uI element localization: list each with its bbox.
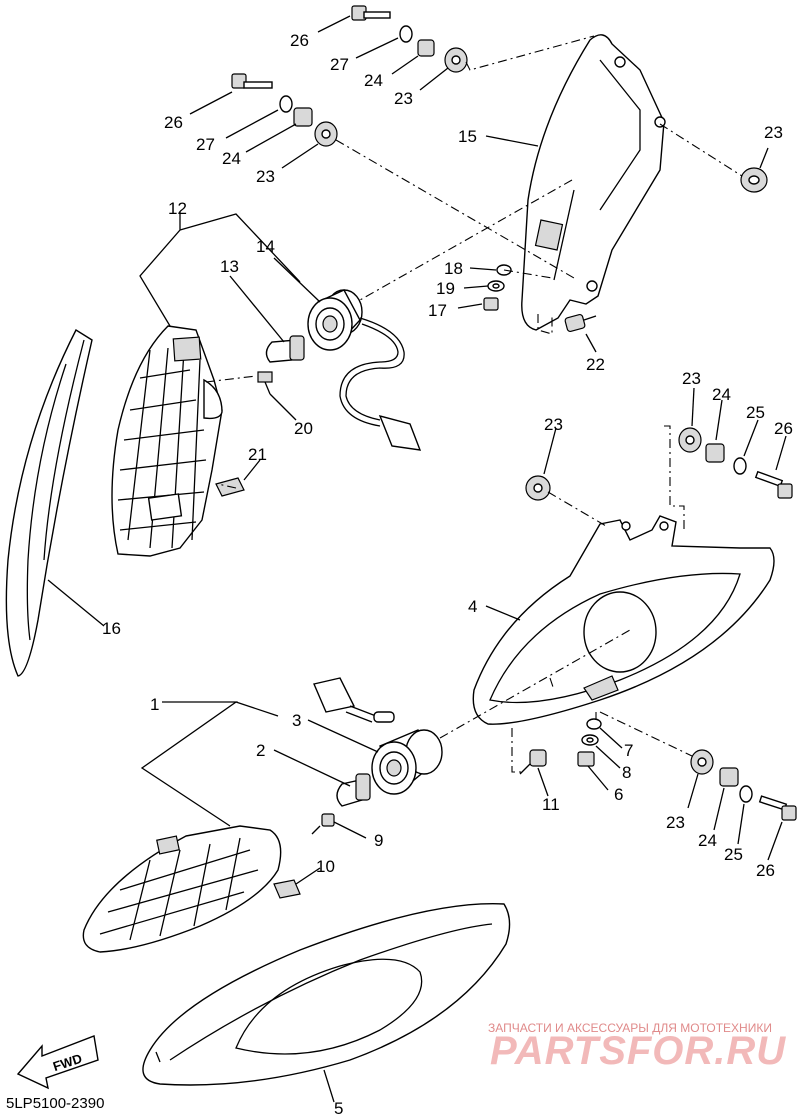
lens-cover-5 [142, 903, 511, 1086]
washer-27-b [279, 95, 293, 113]
housing-1 [82, 825, 282, 953]
callout-16: 16 [102, 619, 121, 638]
collar-24-a [417, 39, 435, 57]
grommet-23-e [525, 475, 551, 501]
collar-24-b [293, 107, 313, 127]
washer-27-a [399, 25, 413, 43]
callout-4: 4 [468, 597, 477, 616]
bolt-26-a [351, 5, 391, 21]
bulb-2 [336, 773, 371, 807]
callout-17: 17 [428, 301, 447, 320]
callout-23: 23 [666, 813, 685, 832]
callout-3: 3 [292, 711, 301, 730]
screw-20 [257, 371, 273, 395]
fwd-arrow-icon: FWD [16, 1035, 99, 1090]
bolt-26-c [754, 470, 793, 499]
assembly-lines [205, 35, 743, 773]
watermark-brand: PARTSFOR.RU [490, 1029, 786, 1073]
callout-27: 27 [330, 55, 349, 74]
callout-24: 24 [698, 831, 717, 850]
callout-27: 27 [196, 135, 215, 154]
leader-lines [47, 15, 787, 1103]
washer-25-b [739, 785, 753, 803]
nut-10 [273, 879, 301, 899]
callout-10: 10 [316, 857, 335, 876]
screw-9 [311, 813, 335, 835]
washer-8 [581, 734, 599, 746]
callout-13: 13 [220, 257, 239, 276]
callout-5: 5 [334, 1099, 343, 1116]
bolt-26-d [758, 795, 797, 821]
grommet-23-a [444, 47, 468, 73]
housing-12 [111, 325, 223, 557]
diagram-code: 5LP5100-2390 [6, 1095, 104, 1112]
callout-26: 26 [774, 419, 793, 438]
callout-18: 18 [444, 259, 463, 278]
callout-24: 24 [222, 149, 241, 168]
socket-3 [371, 729, 443, 795]
callout-23: 23 [544, 415, 563, 434]
grommet-23-d [678, 427, 702, 453]
callout-23: 23 [394, 89, 413, 108]
callout-19: 19 [436, 279, 455, 298]
callout-25: 25 [724, 845, 743, 864]
washer-19 [487, 280, 505, 292]
callout-24: 24 [712, 385, 731, 404]
bracket-15 [521, 34, 666, 331]
callout-8: 8 [622, 763, 631, 782]
callout-26: 26 [164, 113, 183, 132]
collar-24-c [705, 443, 725, 463]
socket-14 [307, 289, 422, 451]
connector-plug [313, 677, 395, 723]
grommet-23-c [740, 167, 768, 193]
callout-14: 14 [256, 237, 275, 256]
callout-2: 2 [256, 741, 265, 760]
callout-24: 24 [364, 71, 383, 90]
lens-cover-16 [5, 329, 93, 677]
callout-26: 26 [290, 31, 309, 50]
callout-labels: 26 27 24 23 26 27 24 23 15 23 12 13 14 1… [102, 31, 793, 1116]
callout-6: 6 [614, 785, 623, 804]
washer-25-a [733, 457, 747, 475]
callout-12: 12 [168, 199, 187, 218]
callout-9: 9 [374, 831, 383, 850]
grommet-23-b [314, 121, 338, 147]
callout-23: 23 [682, 369, 701, 388]
callout-20: 20 [294, 419, 313, 438]
callout-21: 21 [248, 445, 267, 464]
grommet-23-f [690, 749, 714, 775]
callout-23: 23 [764, 123, 783, 142]
screw-11 [519, 749, 547, 775]
bolt-26-b [231, 73, 273, 89]
watermark-tagline: ЗАПЧАСТИ И АКСЕССУАРЫ ДЛЯ МОТОТЕХНИКИ [488, 1021, 772, 1035]
bulb-13 [265, 335, 305, 363]
callout-11: 11 [542, 795, 560, 814]
callout-26: 26 [756, 861, 775, 880]
bracket-4 [472, 515, 775, 725]
callout-23: 23 [256, 167, 275, 186]
callout-22: 22 [586, 355, 605, 374]
washer-7 [586, 718, 602, 730]
collar-24-d [719, 767, 739, 787]
screw-17 [483, 297, 499, 311]
callout-15: 15 [458, 127, 477, 146]
callout-7: 7 [624, 741, 633, 760]
callout-1: 1 [150, 695, 159, 714]
screw-6 [577, 751, 595, 767]
screw-22 [564, 313, 597, 333]
callout-25: 25 [746, 403, 765, 422]
